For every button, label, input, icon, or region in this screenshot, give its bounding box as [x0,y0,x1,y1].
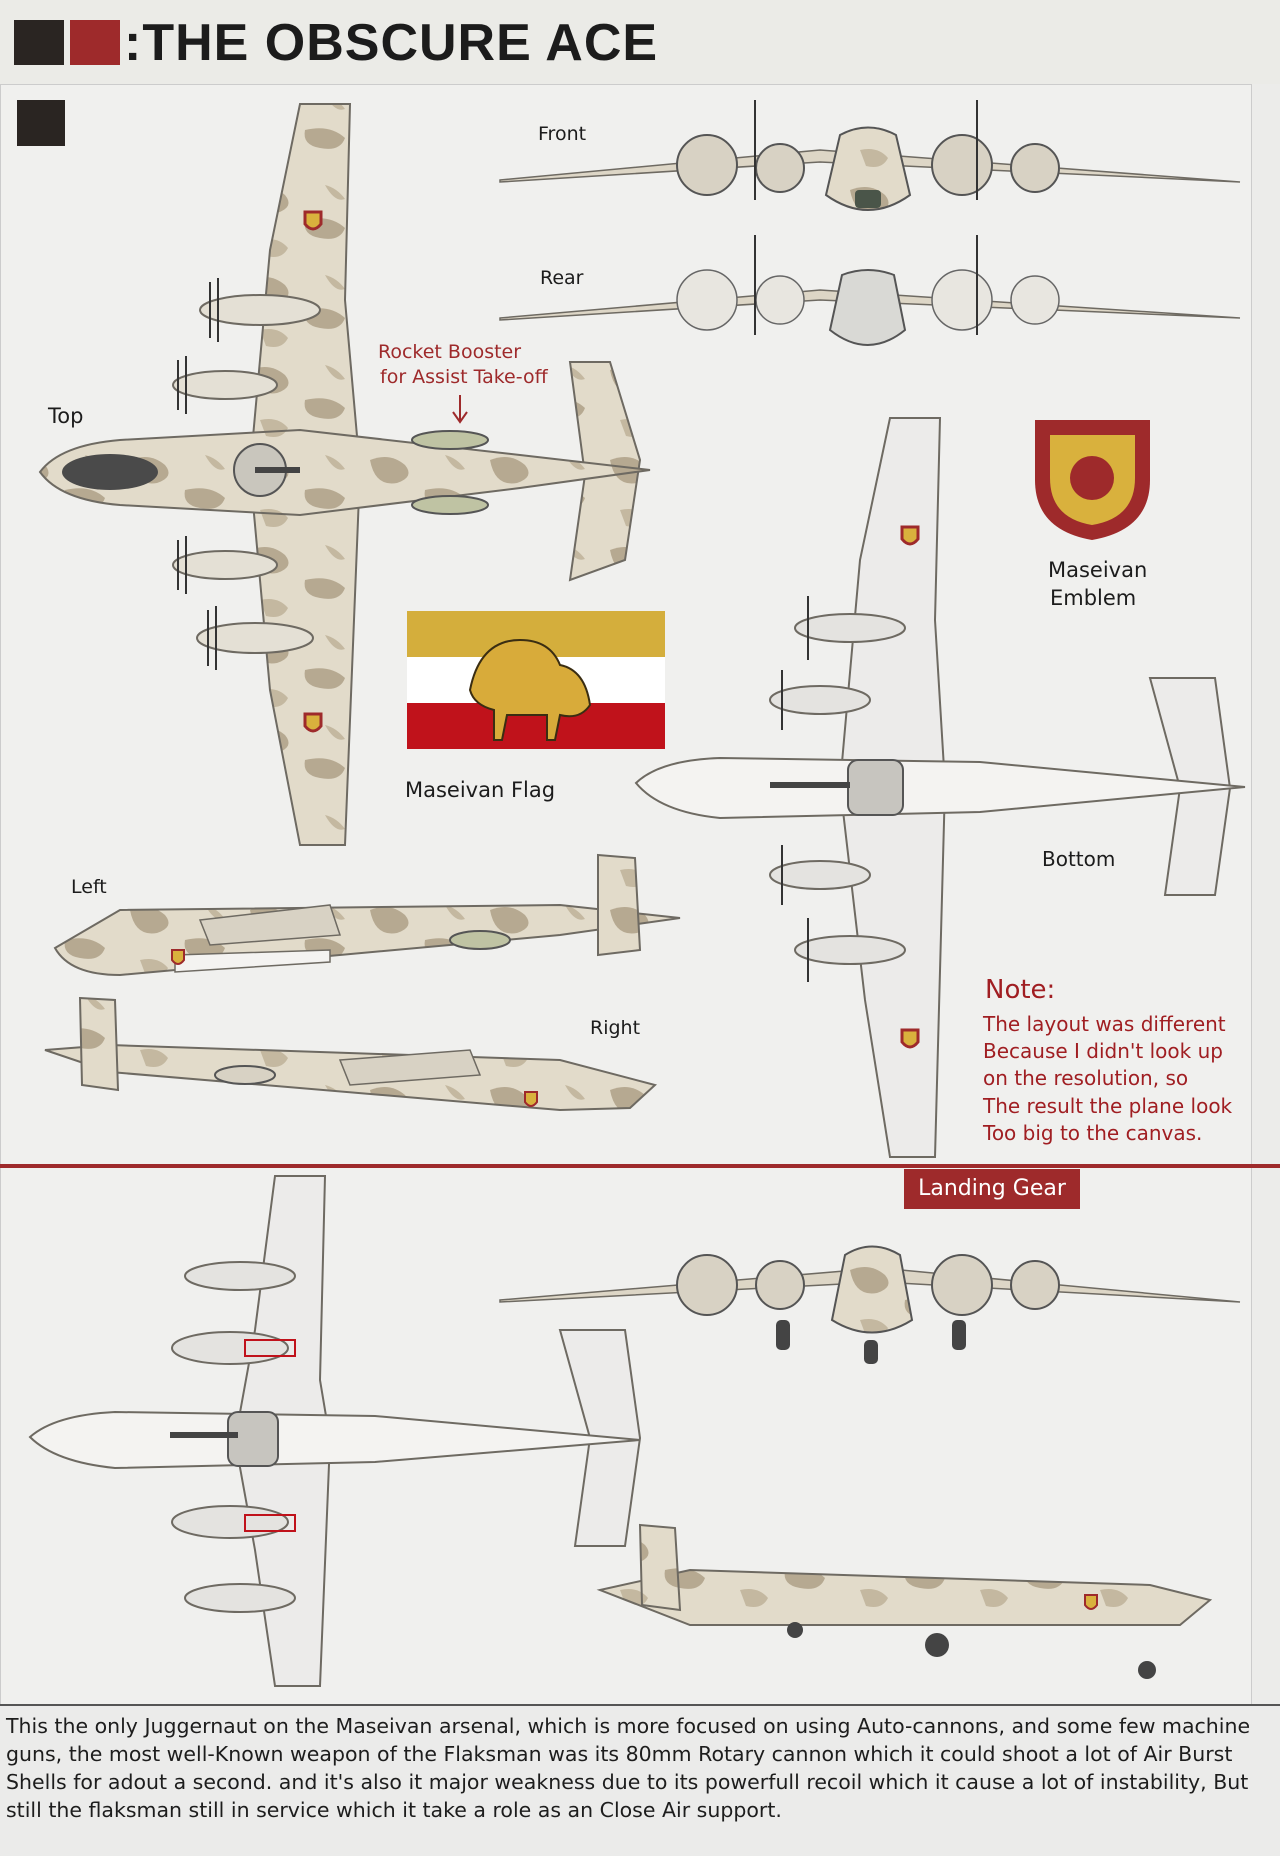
front-view-aircraft [499,100,1241,211]
header-bar: :THE OBSCURE ACE [0,0,1280,84]
landing-gear-bottom-aircraft [28,1175,642,1687]
landing-gear-label: Landing Gear [904,1169,1080,1209]
rocket-booster-line1: Rocket Booster [378,341,522,363]
note-heading: Note: [985,975,1056,1005]
aircraft-artwork [17,100,1246,1687]
rear-view-aircraft [499,235,1241,346]
note-line-5: Too big to the canvas. [983,1121,1203,1145]
label-bottom: Bottom [1042,847,1116,871]
rocket-booster-line2: for Assist Take-off [380,366,548,388]
section-divider [0,1164,1280,1168]
note-line-1: The layout was different [983,1012,1226,1036]
label-front: Front [538,123,587,145]
page-title: :THE OBSCURE ACE [124,14,659,72]
note-line-3: on the resolution, so [983,1066,1189,1090]
description-text: This the only Juggernaut on the Maseivan… [6,1714,1251,1822]
header-square-dark [14,20,64,65]
section-marker-square [17,100,65,146]
label-right: Right [590,1017,641,1039]
emblem-label-line2: Emblem [1050,586,1137,610]
landing-gear-front-aircraft [499,1245,1241,1364]
landing-gear-side-aircraft [596,1523,1213,1679]
bottom-view-aircraft [634,417,1246,1158]
description-box: This the only Juggernaut on the Maseivan… [0,1704,1280,1856]
label-left: Left [71,876,107,898]
top-view-aircraft [38,103,651,846]
label-rear: Rear [540,267,584,289]
maseivan-flag [407,611,665,749]
note-line-2: Because I didn't look up [983,1039,1223,1063]
note-line-4: The result the plane look [983,1094,1233,1118]
label-top: Top [48,404,84,428]
right-view-aircraft [44,996,658,1112]
maseivan-emblem [1035,420,1150,540]
emblem-label-line1: Maseivan [1048,558,1148,582]
header-square-red [70,20,120,65]
left-view-aircraft [53,853,681,977]
flag-label: Maseivan Flag [405,778,556,802]
